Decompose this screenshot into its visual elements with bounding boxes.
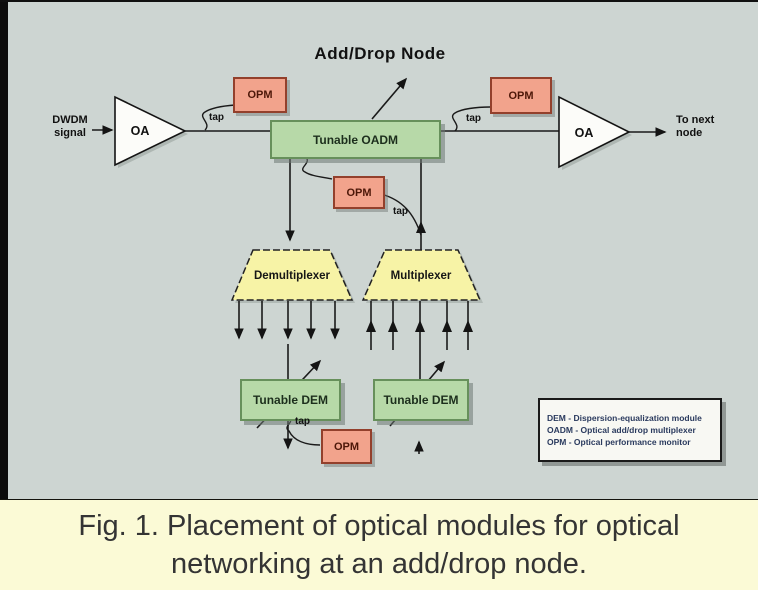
opm-box-top-left: OPM (233, 77, 287, 113)
opm-box-middle: OPM (333, 176, 385, 209)
oadm-tunable-arrow (371, 77, 408, 120)
diagram-title: Add/Drop Node (314, 44, 446, 63)
legend-line-opm: OPM - Optical performance monitor (547, 437, 691, 448)
diagram-canvas (92, 77, 667, 454)
tap4-curve (286, 417, 321, 446)
amplifier-left-icon (114, 95, 188, 168)
diagram-panel: Add/Drop Node DWDM signal OA OA To next … (0, 0, 758, 506)
figure-caption: Fig. 1. Placement of optical modules for… (0, 500, 758, 590)
mux-input-arrows (370, 301, 469, 379)
opm-box-bottom: OPM (321, 429, 372, 464)
lower-lines (283, 417, 424, 454)
output-label: To next node (676, 114, 715, 139)
signal-lines (92, 125, 667, 137)
legend-line-dem: DEM - Dispersion-equalization module (547, 412, 702, 423)
tap4-label: tap (295, 416, 310, 427)
tap2-label: tap (466, 113, 481, 124)
tap2-squiggle (451, 106, 491, 132)
tap3-label: tap (393, 206, 408, 217)
demux-output-arrows (234, 301, 340, 379)
legend-line-oadm: OADM - Optical add/drop multiplexer (547, 424, 696, 435)
tap1-label: tap (209, 112, 224, 123)
oadm-box: Tunable OADM (270, 120, 441, 159)
mux-arrowheads (366, 320, 473, 332)
caption-line-2: networking at an add/drop node. (171, 548, 587, 580)
amplifier-right-label: OA (574, 126, 594, 140)
multiplexer-shape (361, 249, 483, 303)
tap1-squiggle (201, 104, 236, 131)
opm-box-top-right: OPM (490, 77, 552, 114)
amplifier-left-label: OA (130, 124, 150, 138)
input-signal-label: DWDM signal (52, 114, 88, 139)
multiplexer-label: Multiplexer (390, 270, 452, 282)
tap3-squiggle (302, 155, 333, 180)
add-line-arrowhead (416, 221, 426, 233)
caption-line-1: Fig. 1. Placement of optical modules for… (78, 509, 680, 542)
amplifier-right-icon (558, 95, 632, 170)
legend-box: DEM - Dispersion-equalization module OAD… (538, 398, 722, 462)
dem-right-box: Tunable DEM (373, 379, 469, 421)
demultiplexer-label: Demultiplexer (253, 270, 331, 282)
dem-left-box: Tunable DEM (240, 379, 341, 421)
demultiplexer-shape (230, 249, 355, 303)
panel-left-border (0, 2, 8, 506)
